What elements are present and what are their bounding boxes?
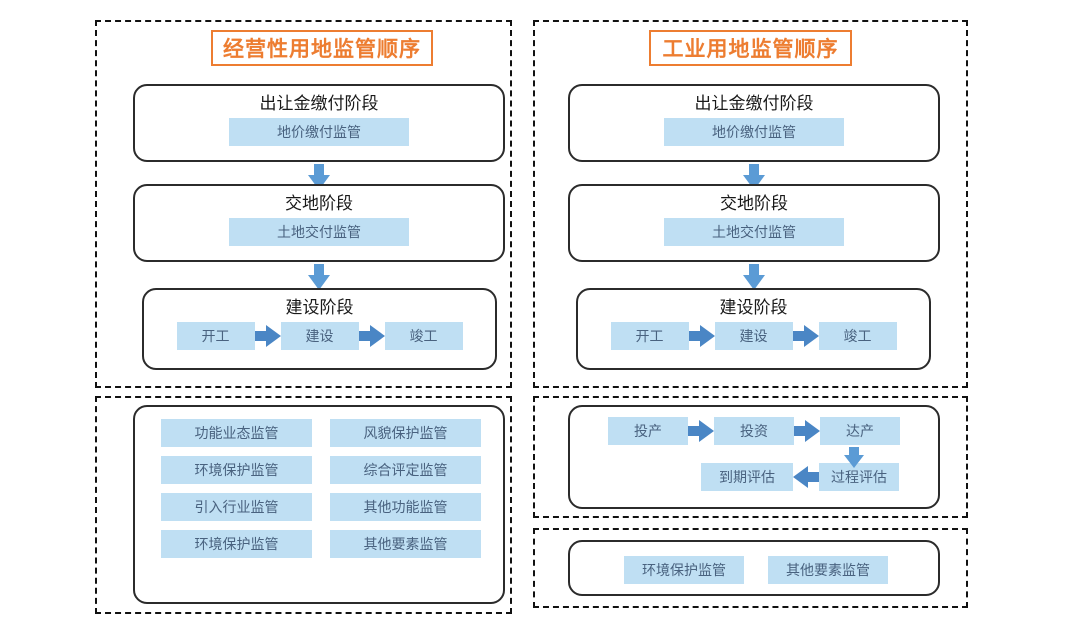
construction-flow-commercial: 开工 建设 竣工: [144, 322, 495, 350]
chip-investment[interactable]: 投资: [714, 417, 794, 445]
production-flow-card-industrial[interactable]: 投产 投资 达产 到期评估 过程评估: [568, 405, 940, 509]
chip-land-delivery[interactable]: 土地交付监管: [664, 218, 844, 246]
stage-card-industrial-2[interactable]: 建设阶段 开工 建设 竣工: [576, 288, 931, 370]
chip-supervision-item[interactable]: 环境保护监管: [624, 556, 744, 584]
chip-construction[interactable]: 建设: [714, 322, 793, 350]
chip-start-construction[interactable]: 开工: [176, 322, 255, 350]
chip-supervision-item[interactable]: 其他要素监管: [768, 556, 888, 584]
supervision-card-commercial[interactable]: 功能业态监管 风貌保护监管 环境保护监管 综合评定监管 引入行业监管 其他功能监…: [133, 405, 505, 604]
chip-start-construction[interactable]: 开工: [610, 322, 689, 350]
supervision-grid-industrial: 环境保护监管 其他要素监管: [570, 556, 942, 584]
chip-supervision-item[interactable]: 风貌保护监管: [330, 419, 481, 447]
stage-card-commercial-0[interactable]: 出让金缴付阶段 地价缴付监管: [133, 84, 505, 162]
arrow-down-icon: [308, 264, 330, 290]
stage-card-industrial-0[interactable]: 出让金缴付阶段 地价缴付监管: [568, 84, 940, 162]
supervision-grid-commercial: 功能业态监管 风貌保护监管 环境保护监管 综合评定监管 引入行业监管 其他功能监…: [161, 419, 481, 558]
chip-supervision-item[interactable]: 其他要素监管: [330, 530, 481, 558]
chip-supervision-item[interactable]: 环境保护监管: [161, 530, 312, 558]
arrow-right-icon: [792, 325, 819, 347]
chip-expiry-evaluation[interactable]: 到期评估: [701, 463, 793, 491]
chip-completion[interactable]: 竣工: [818, 322, 897, 350]
arrow-down-icon: [743, 264, 765, 290]
chip-supervision-item[interactable]: 功能业态监管: [161, 419, 312, 447]
chip-land-delivery[interactable]: 土地交付监管: [229, 218, 409, 246]
stage-title: 出让金缴付阶段: [259, 94, 379, 113]
stage-title: 建设阶段: [719, 298, 788, 317]
chip-supervision-item[interactable]: 环境保护监管: [161, 456, 312, 484]
arrow-right-icon: [688, 420, 714, 442]
arrow-down-icon: [844, 447, 864, 469]
supervision-card-industrial[interactable]: 环境保护监管 其他要素监管: [568, 540, 940, 596]
stage-card-industrial-1[interactable]: 交地阶段 土地交付监管: [568, 184, 940, 262]
arrow-left-icon: [793, 466, 819, 488]
chip-completion[interactable]: 竣工: [384, 322, 463, 350]
arrow-right-icon: [254, 325, 281, 347]
chip-supervision-item[interactable]: 综合评定监管: [330, 456, 481, 484]
chip-production-start[interactable]: 投产: [608, 417, 688, 445]
construction-flow-industrial: 开工 建设 竣工: [578, 322, 929, 350]
stage-title: 建设阶段: [285, 298, 354, 317]
arrow-right-icon: [794, 420, 820, 442]
chip-land-price-payment[interactable]: 地价缴付监管: [664, 118, 844, 146]
chip-supervision-item[interactable]: 引入行业监管: [161, 493, 312, 521]
stage-card-commercial-2[interactable]: 建设阶段 开工 建设 竣工: [142, 288, 497, 370]
arrow-right-icon: [688, 325, 715, 347]
production-top-row: 投产 投资 达产: [570, 417, 938, 445]
stage-title: 交地阶段: [285, 194, 353, 213]
chip-supervision-item[interactable]: 其他功能监管: [330, 493, 481, 521]
column-title-commercial: 经营性用地监管顺序: [211, 30, 433, 66]
stage-card-commercial-1[interactable]: 交地阶段 土地交付监管: [133, 184, 505, 262]
column-title-industrial: 工业用地监管顺序: [649, 30, 852, 66]
chip-land-price-payment[interactable]: 地价缴付监管: [229, 118, 409, 146]
production-bottom-row: 到期评估 过程评估: [570, 463, 938, 491]
chip-full-production[interactable]: 达产: [820, 417, 900, 445]
chip-construction[interactable]: 建设: [280, 322, 359, 350]
stage-title: 出让金缴付阶段: [694, 94, 814, 113]
arrow-right-icon: [358, 325, 385, 347]
stage-title: 交地阶段: [720, 194, 788, 213]
